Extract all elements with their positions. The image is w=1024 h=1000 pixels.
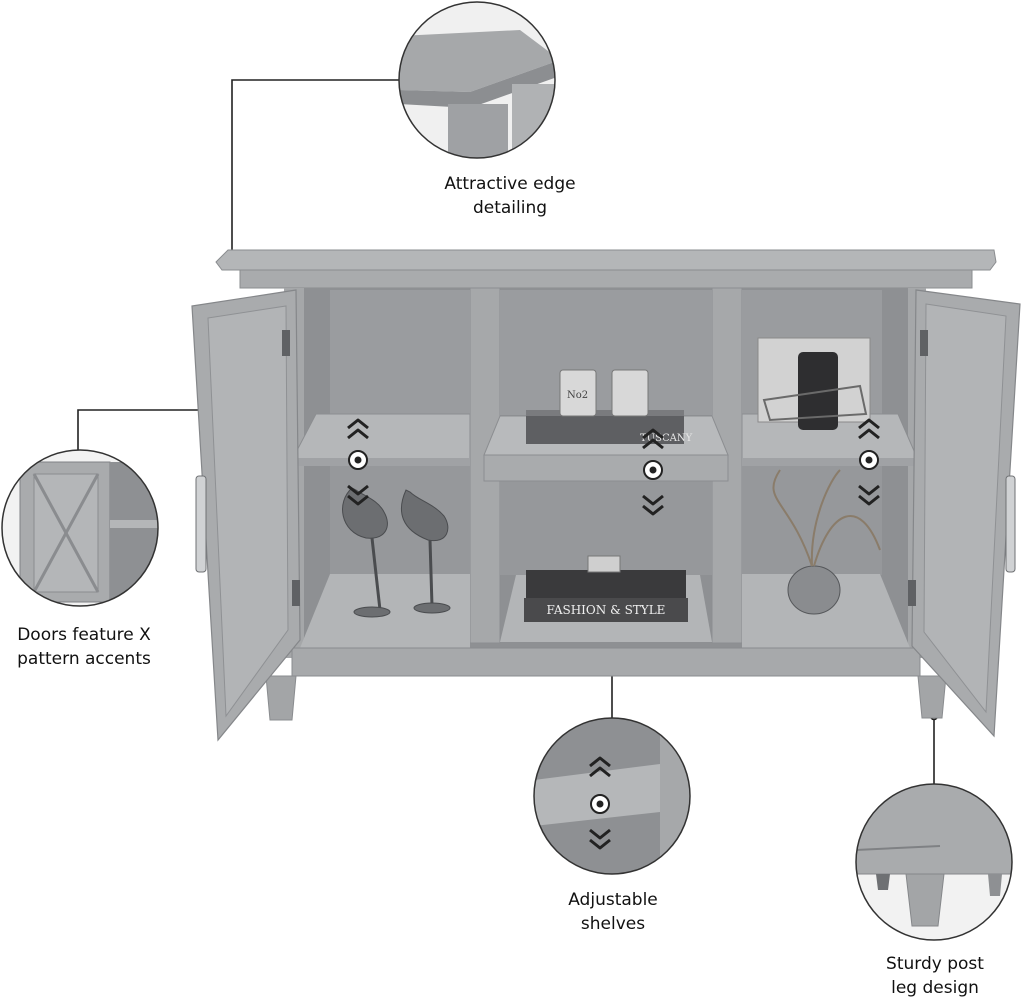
book-title-tuscany: TUSCANY: [640, 433, 693, 444]
tablet-stand: [757, 337, 871, 430]
left-door: [191, 289, 301, 742]
caption-legs-line2: leg design: [891, 978, 979, 998]
detail-circle-doors: [1, 449, 159, 607]
leg-left: [265, 675, 297, 721]
caption-shelves-line2: shelves: [580, 914, 646, 934]
right-door: [908, 289, 1021, 738]
caption-adjustable-shelves: Adjustable shelves: [520, 888, 706, 936]
shelf-adjust-icons: [346, 418, 881, 516]
caption-sturdy-legs: Sturdy post leg design: [860, 952, 1010, 1000]
detail-circle-shelves: [533, 717, 691, 875]
leg-right: [917, 675, 947, 719]
shelf-left: [291, 413, 471, 463]
vase-plant: [772, 469, 881, 615]
book-title-fashion: FASHION & STYLE: [547, 603, 666, 617]
candles: TUSCANY No2: [526, 369, 693, 444]
candle-label: No2: [567, 390, 588, 401]
detail-circle-legs: [855, 783, 1013, 941]
cabinet-top: [215, 249, 997, 271]
cabinet-base: [291, 647, 921, 677]
caption-doors-line1: Doors feature X: [17, 625, 151, 645]
detail-circle-edge: [398, 1, 556, 159]
book-fashion: FASHION & STYLE: [524, 555, 688, 622]
caption-legs-line1: Sturdy post: [886, 954, 984, 974]
caption-doors-line2: pattern accents: [17, 649, 151, 669]
caption-edge-line2: detailing: [472, 198, 548, 218]
caption-doors-x-pattern: Doors feature X pattern accents: [0, 623, 168, 671]
caption-shelves-line1: Adjustable: [568, 890, 658, 910]
caption-edge-detailing: Attractive edge detailing: [380, 172, 640, 220]
caption-edge-line1: Attractive edge: [444, 174, 576, 194]
cabinet: TUSCANY No2 FASHION & STYLE: [191, 249, 1021, 742]
